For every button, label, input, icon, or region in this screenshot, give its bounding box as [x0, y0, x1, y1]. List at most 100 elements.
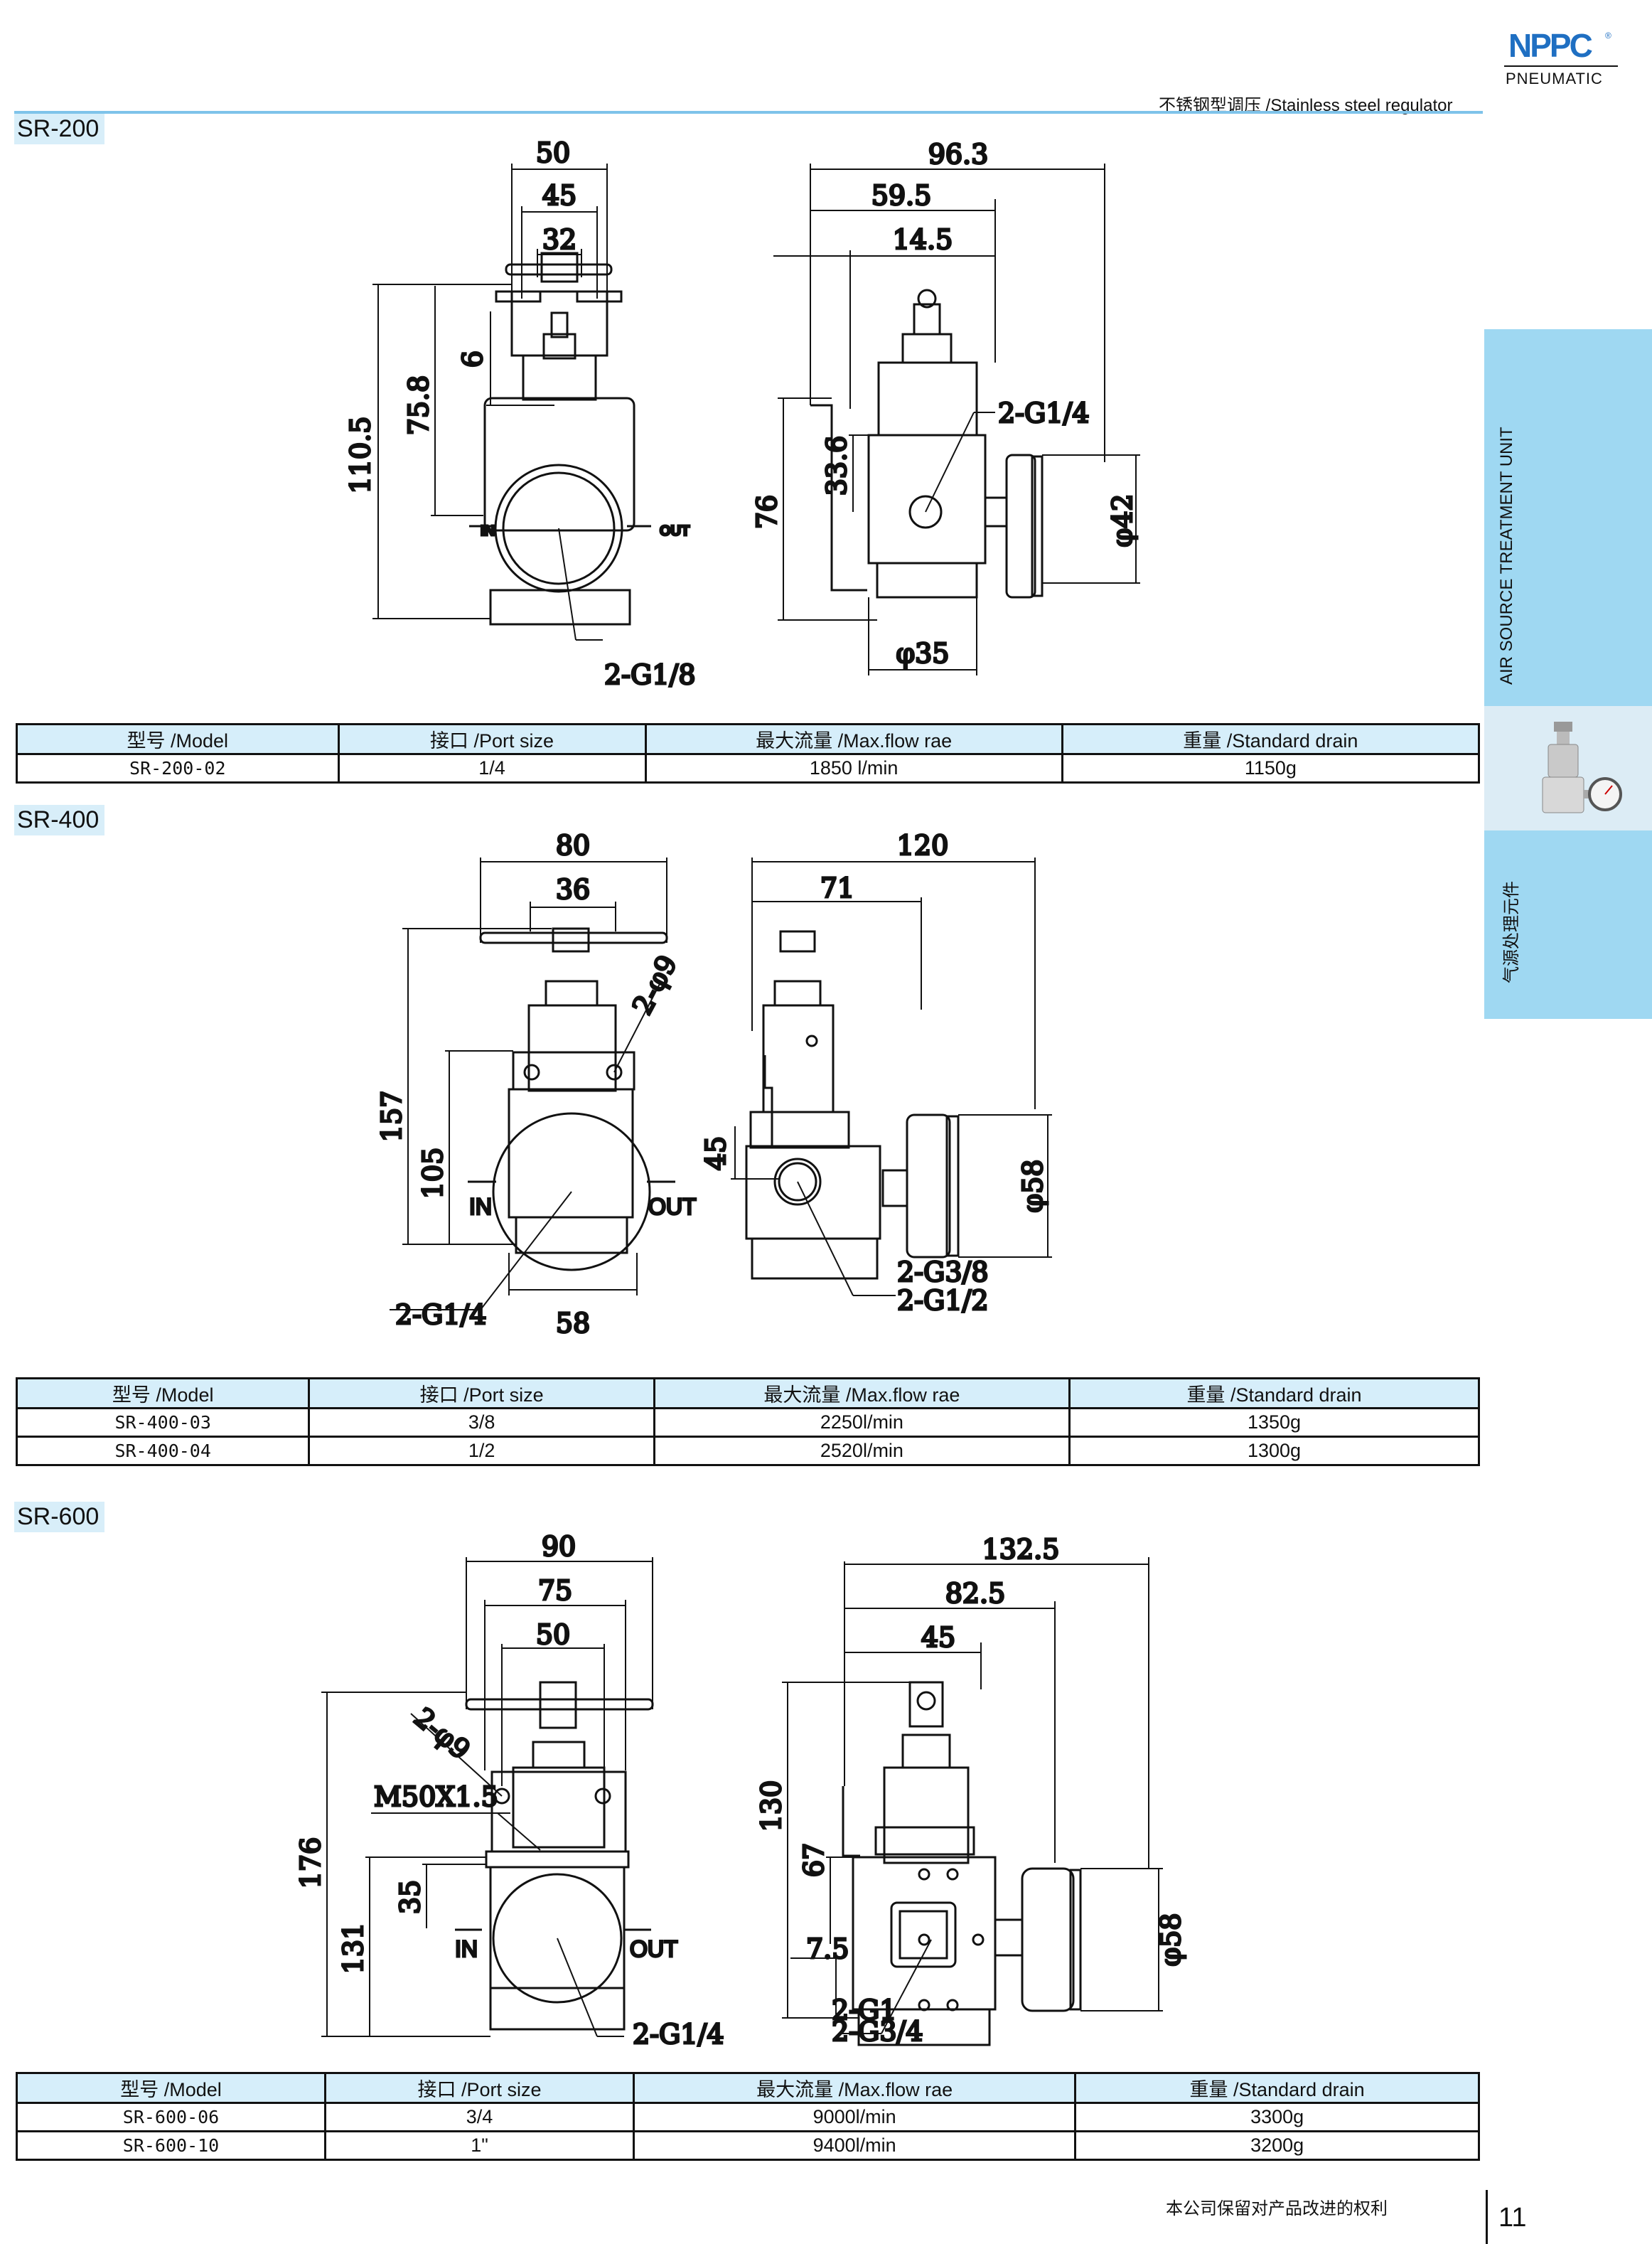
cell-port: 1"	[324, 2130, 635, 2161]
side-tab-lower-label: 气源处理元件	[1502, 881, 1521, 983]
col-port: 接口 /Port size	[308, 1377, 655, 1409]
sr600-dim-w2: 75	[538, 1575, 572, 1606]
header-rule	[14, 111, 1483, 114]
sr400-dim-h1: 157	[376, 1091, 407, 1143]
sr400-side-port2: 2-G1/2	[897, 1285, 989, 1316]
section-label-sr200: SR-200	[14, 114, 105, 144]
cell-weight: 1300g	[1068, 1436, 1480, 1466]
cell-model: SR-200-02	[16, 753, 340, 784]
sr600-out-label: OUT	[630, 1936, 678, 1962]
cell-flow: 9000l/min	[633, 2102, 1077, 2132]
cell-model: SR-400-03	[15, 1407, 311, 1438]
sr600-side-s2: 82.5	[945, 1578, 1006, 1609]
sr200-port1: 2-G1/4	[998, 397, 1090, 429]
sr600-thread: M50X1.5	[374, 1781, 498, 1812]
sr200-side-dims	[773, 164, 1140, 675]
col-flow: 最大流量 /Max.flow rae	[633, 2072, 1077, 2104]
cell-port: 3/8	[308, 1407, 655, 1438]
section-label-sr600: SR-600	[14, 1502, 105, 1532]
sr600-front-dims	[321, 1557, 653, 2037]
col-weight: 重量 /Standard drain	[1061, 723, 1481, 755]
table-row: SR-400-04 1/2 2520l/min 1300g	[15, 1436, 1480, 1466]
sr600-dim-w3: 50	[536, 1619, 570, 1650]
sr600-drawing: 90 75 50 176 131 35 2-φ9 M50X1.5 IN OUT …	[294, 1530, 1188, 2051]
sr600-side-h1: 130	[756, 1780, 787, 1832]
sr600-side-s3: 45	[921, 1622, 955, 1653]
svg-text:®: ®	[1605, 31, 1611, 41]
cell-port: 3/4	[324, 2102, 635, 2132]
sr400-gauge-dia: φ58	[1017, 1160, 1048, 1213]
sr600-in-label: IN	[455, 1936, 478, 1962]
col-port: 接口 /Port size	[324, 2072, 635, 2104]
sr400-side-port1: 2-G3/8	[897, 1256, 989, 1288]
sr200-dim-h1: 110.5	[345, 417, 376, 494]
col-flow: 最大流量 /Max.flow rae	[644, 723, 1063, 755]
brand-subtitle: PNEUMATIC	[1506, 70, 1603, 87]
cell-flow: 2250l/min	[653, 1407, 1071, 1438]
sr200-dim-w1: 50	[536, 137, 570, 169]
cell-model: SR-600-10	[15, 2130, 327, 2161]
regulator-gauge-icon	[1542, 722, 1622, 813]
sr600-spec-table: 型号 /Model 接口 /Port size 最大流量 /Max.flow r…	[15, 2072, 1480, 2161]
sr200-in-label: IN	[481, 523, 495, 539]
col-model: 型号 /Model	[15, 2072, 327, 2104]
sr600-gauge-dia: φ58	[1155, 1913, 1186, 1967]
sr600-hole: 2-φ9	[408, 1701, 476, 1765]
side-tab-upper: AIR SOURCE TREATMENT UNIT	[1484, 329, 1652, 706]
sr200-side-s3: 14.5	[893, 224, 953, 255]
sr200-dim-h2: 75.8	[403, 375, 434, 436]
sr600-dim-w1: 90	[542, 1531, 576, 1562]
col-weight: 重量 /Standard drain	[1068, 1377, 1480, 1409]
table-row: SR-600-10 1" 9400l/min 3200g	[15, 2130, 1480, 2161]
cell-model: SR-400-04	[15, 1436, 311, 1466]
sr200-front-view	[469, 252, 651, 626]
sr400-spec-table: 型号 /Model 接口 /Port size 最大流量 /Max.flow r…	[15, 1377, 1480, 1466]
sr200-port2: 2-G1/8	[604, 659, 696, 690]
sr400-drawing: 80 36 157 105 58 2-φ9 IN OUT 2-G1/4 120 …	[375, 829, 1052, 1340]
col-weight: 重量 /Standard drain	[1074, 2072, 1480, 2104]
sr200-dim-h3: 6	[457, 351, 488, 368]
sr400-side-view	[745, 930, 960, 1280]
cell-weight: 3300g	[1074, 2102, 1480, 2132]
sr600-dim-h1: 176	[295, 1837, 326, 1889]
cell-flow: 1850 l/min	[644, 753, 1063, 784]
sr600-side-port2: 2-G3/4	[832, 2016, 923, 2047]
sr600-dim-h3: 35	[395, 1880, 426, 1914]
sr600-dim-h2: 131	[338, 1923, 369, 1975]
sr200-side-s1: 96.3	[928, 139, 989, 170]
col-port: 接口 /Port size	[337, 723, 647, 755]
cell-weight: 1350g	[1068, 1407, 1480, 1438]
sr400-dim-bottom: 58	[556, 1308, 590, 1339]
sr200-gauge-dia: φ42	[1107, 494, 1138, 547]
side-tab-upper-label: AIR SOURCE TREATMENT UNIT	[1497, 427, 1516, 685]
logo-divider	[1504, 65, 1618, 67]
side-tab-lower: 气源处理元件	[1484, 830, 1652, 1019]
section-label-sr400: SR-400	[14, 805, 105, 835]
sr400-port: 2-G1/4	[395, 1299, 487, 1330]
sr400-dim-h2: 105	[417, 1148, 449, 1200]
sr400-hole: 2-φ9	[626, 950, 683, 1020]
cell-port: 1/2	[308, 1436, 655, 1466]
col-model: 型号 /Model	[16, 723, 340, 755]
sr600-side-s1: 132.5	[982, 1534, 1060, 1565]
sr400-out-label: OUT	[648, 1194, 697, 1219]
table-row: SR-200-02 1/4 1850 l/min 1150g	[16, 753, 1481, 784]
cell-weight: 1150g	[1061, 753, 1481, 784]
svg-text:NPPC: NPPC	[1508, 28, 1592, 63]
sr200-side-view	[810, 289, 1044, 599]
sr400-side-s1: 120	[897, 830, 949, 861]
cell-flow: 2520l/min	[653, 1436, 1071, 1466]
table-row: SR-600-06 3/4 9000l/min 3300g	[15, 2102, 1480, 2132]
sr200-out-label: OUT	[660, 523, 690, 539]
col-flow: 最大流量 /Max.flow rae	[653, 1377, 1071, 1409]
sr400-dim-w1: 80	[556, 830, 590, 861]
sr400-in-label: IN	[469, 1194, 492, 1219]
brand-logo: NPPC ®	[1508, 28, 1611, 63]
cell-weight: 3200g	[1074, 2130, 1480, 2161]
sr200-drawing: 50 45 32 110.5 75.8 6 IN OUT 2-G1/8 96.3…	[344, 137, 1140, 692]
sr200-dim-w3: 32	[542, 224, 576, 255]
sr200-dim-w2: 45	[542, 180, 576, 211]
sr200-front-dims	[372, 164, 608, 641]
sr600-side-dims	[782, 1557, 1163, 2034]
table-row: SR-400-03 3/8 2250l/min 1350g	[15, 1407, 1480, 1438]
